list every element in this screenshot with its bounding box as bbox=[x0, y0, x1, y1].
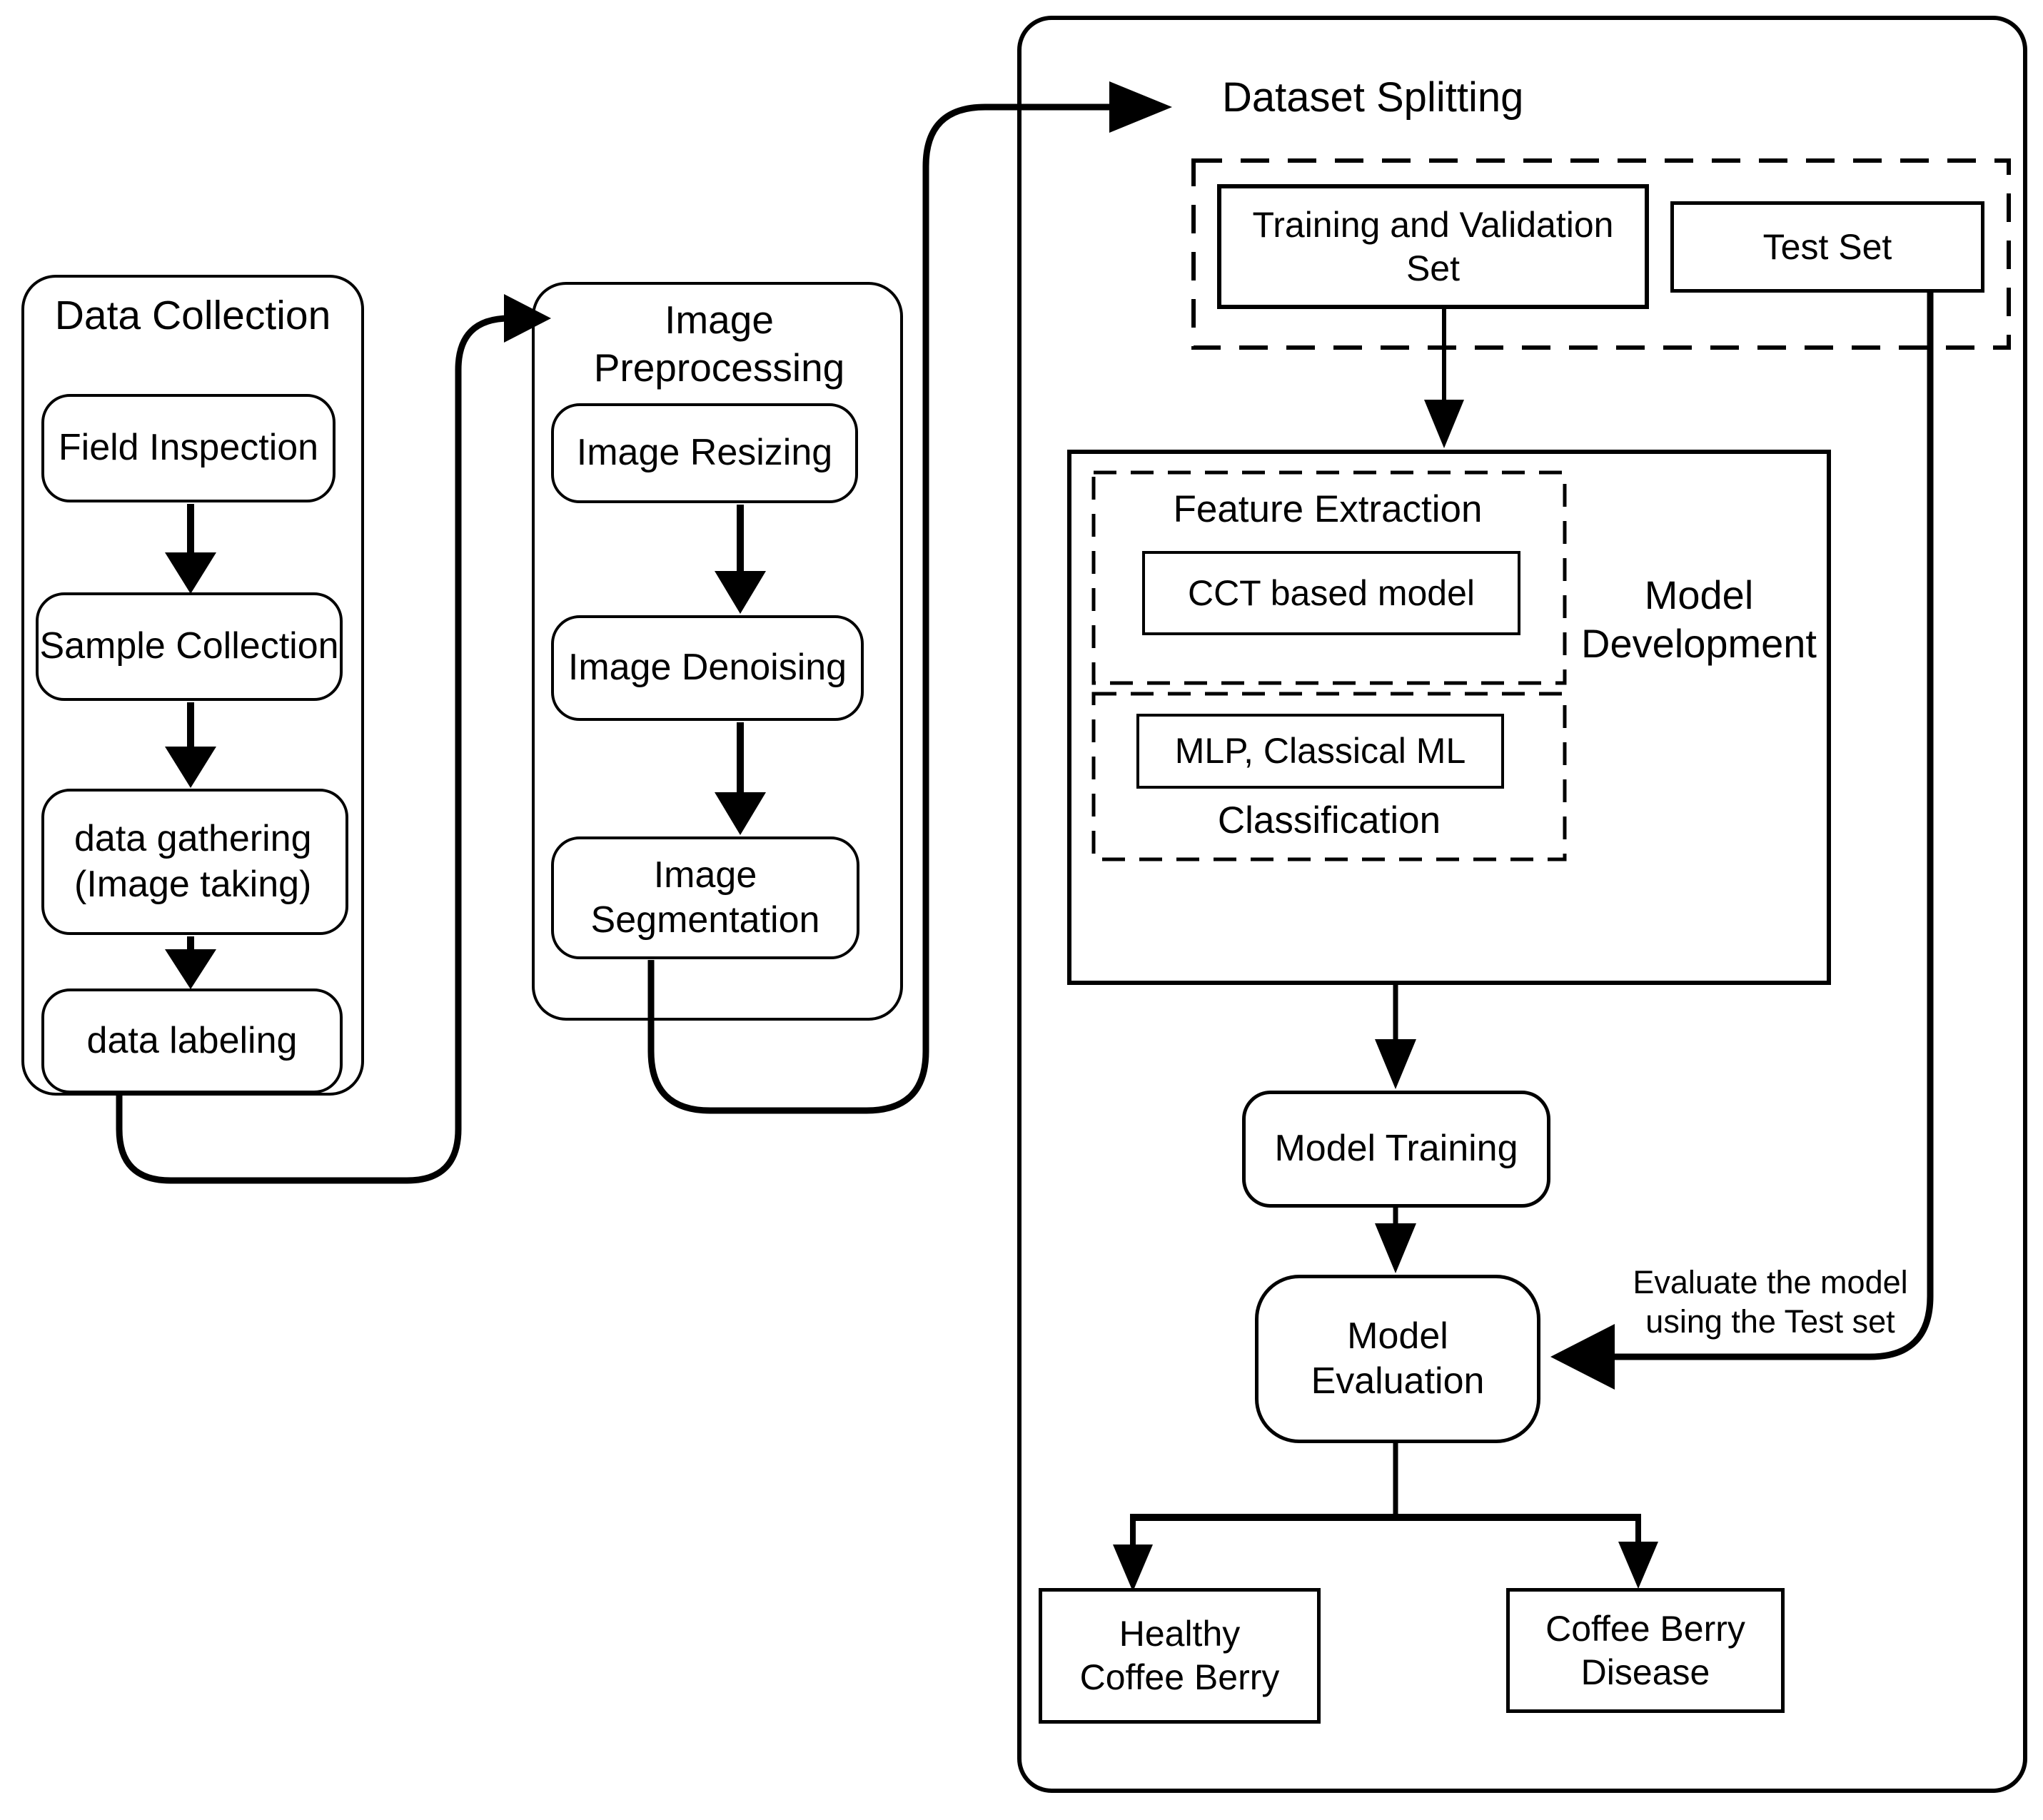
model-evaluation-box: Model Evaluation bbox=[1255, 1275, 1540, 1443]
model-training-box: Model Training bbox=[1242, 1091, 1550, 1208]
healthy-coffee-berry-box: Healthy Coffee Berry bbox=[1039, 1588, 1321, 1724]
data-collection-container bbox=[21, 275, 364, 1096]
test-set-box: Test Set bbox=[1670, 201, 1984, 293]
evaluation-note: Evaluate the model using the Test set bbox=[1633, 1264, 1908, 1340]
mlp-classical-ml-box: MLP, Classical ML bbox=[1136, 714, 1504, 789]
classification-label: Classification bbox=[1217, 799, 1441, 841]
dataset-splitting-title: Dataset Splitting bbox=[1222, 74, 1524, 121]
field-inspection-box: Field Inspection bbox=[41, 394, 336, 502]
image-denoising-box: Image Denoising bbox=[551, 615, 864, 721]
coffee-berry-disease-box: Coffee Berry Disease bbox=[1506, 1588, 1785, 1713]
training-validation-set-box: Training and Validation Set bbox=[1217, 184, 1649, 309]
cct-model-box: CCT based model bbox=[1142, 551, 1520, 635]
image-resizing-box: Image Resizing bbox=[551, 403, 858, 503]
sample-collection-box: Sample Collection bbox=[36, 592, 343, 701]
feature-extraction-title: Feature Extraction bbox=[1173, 488, 1483, 530]
image-preprocessing-title: Image Preprocessing bbox=[593, 298, 845, 390]
pipeline-container bbox=[1017, 16, 2027, 1793]
data-gathering-box: data gathering (Image taking) bbox=[41, 789, 348, 935]
model-development-label: Model Development bbox=[1581, 572, 1817, 667]
image-preprocessing-container bbox=[532, 282, 903, 1021]
model-development-box bbox=[1067, 450, 1831, 985]
data-collection-title: Data Collection bbox=[54, 293, 331, 338]
image-segmentation-box: Image Segmentation bbox=[551, 836, 859, 959]
data-labeling-box: data labeling bbox=[41, 989, 343, 1093]
